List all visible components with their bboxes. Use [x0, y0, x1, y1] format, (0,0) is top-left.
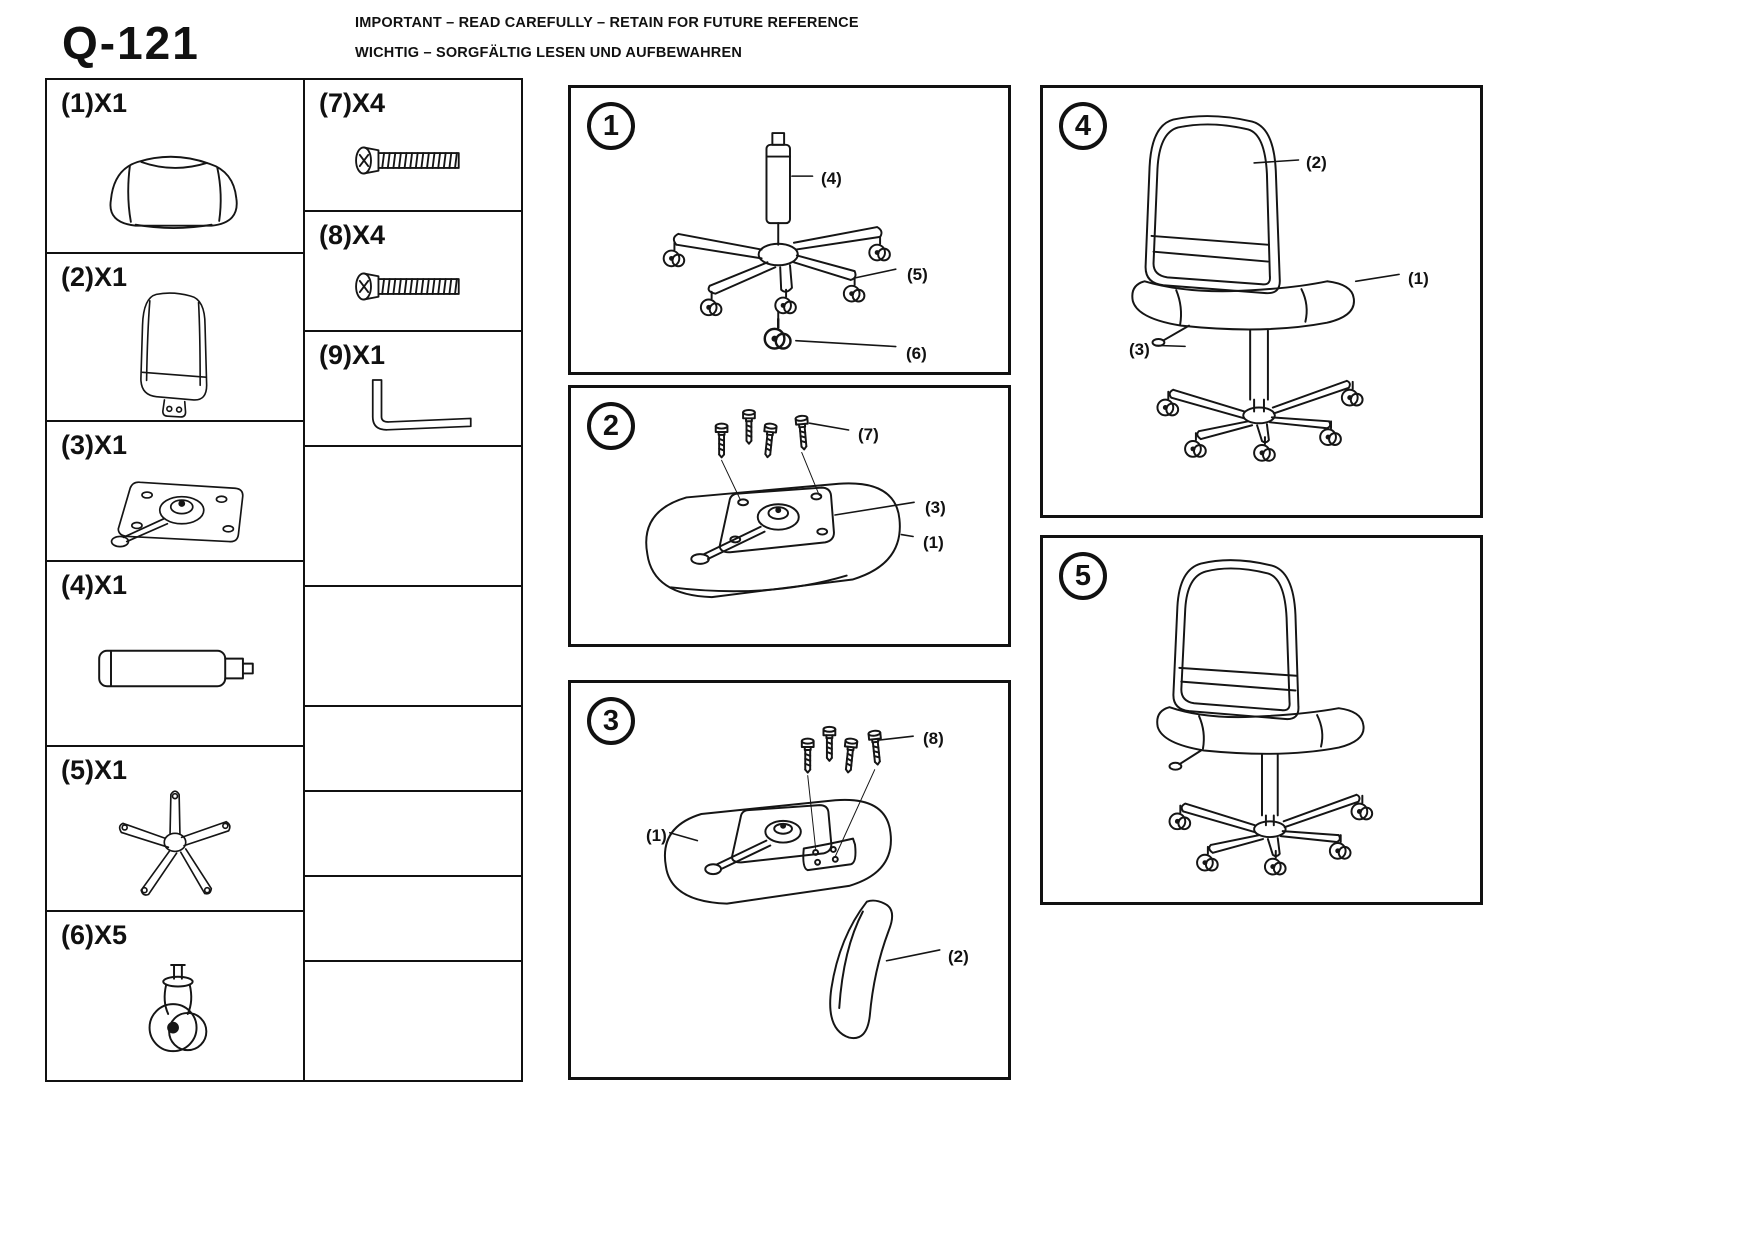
seat-plate-drawing — [110, 481, 244, 548]
callout-label: (4) — [821, 169, 842, 188]
empty-cell — [305, 792, 521, 877]
part-cell-star-base: (5)X1 — [47, 747, 303, 912]
callout-label: (1) — [1408, 269, 1429, 288]
step-2-panel: 2 (7) (3) (1) — [568, 385, 1011, 647]
part-cell-bolt-8: (8)X4 — [305, 212, 521, 332]
part-cell-seat-cushion: (1)X1 — [47, 80, 303, 254]
part-label: (8)X4 — [319, 220, 386, 250]
callout-label: (6) — [906, 344, 927, 363]
callout-label: (2) — [948, 947, 969, 966]
part-label: (2)X1 — [61, 262, 128, 292]
callout-label: (8) — [923, 729, 944, 748]
seat-cushion-drawing — [109, 155, 238, 229]
part-cell-caster: (6)X5 — [47, 912, 303, 1080]
part-label: (6)X5 — [61, 920, 128, 950]
parts-table: (1)X1 (2)X1 (3)X1 — [45, 78, 523, 1082]
backrest-drawing — [140, 292, 208, 418]
step-4-panel: 4 (2) (1) (3) — [1040, 85, 1483, 518]
callout-label: (2) — [1306, 153, 1327, 172]
step-5-panel: 5 — [1040, 535, 1483, 905]
callout-label: (5) — [907, 265, 928, 284]
bolt-drawing-7 — [355, 146, 460, 174]
parts-column-left: (1)X1 (2)X1 (3)X1 — [47, 80, 303, 1080]
step-5-diagram — [1156, 559, 1374, 876]
empty-cell — [305, 877, 521, 962]
step-4-diagram — [1131, 115, 1400, 462]
gas-lift-drawing — [98, 649, 254, 687]
step-3-diagram — [663, 725, 941, 1040]
part-cell-gas-lift: (4)X1 — [47, 562, 303, 747]
part-cell-allen-key: (9)X1 — [305, 332, 521, 447]
step-3-panel: 3 (8) (1) (2) — [568, 680, 1011, 1080]
part-cell-bolt-7: (7)X4 — [305, 80, 521, 212]
empty-cell — [305, 962, 521, 1080]
part-cell-seat-plate: (3)X1 — [47, 422, 303, 562]
step-5-number: 5 — [1059, 552, 1107, 600]
part-label: (1)X1 — [61, 88, 128, 118]
step-1-number: 1 — [587, 102, 635, 150]
part-label: (7)X4 — [319, 88, 386, 118]
star-base-drawing — [118, 789, 231, 896]
step-2-diagram — [645, 409, 915, 599]
empty-cell — [305, 707, 521, 792]
callout-label: (1) — [923, 533, 944, 552]
part-label: (4)X1 — [61, 570, 128, 600]
model-number: Q-121 — [62, 17, 200, 69]
callout-label: (7) — [858, 425, 879, 444]
step-3-number: 3 — [587, 697, 635, 745]
callout-label: (3) — [925, 498, 946, 517]
step-1-diagram — [662, 132, 897, 350]
step-4-number: 4 — [1059, 102, 1107, 150]
notice-block: IMPORTANT – READ CAREFULLY – RETAIN FOR … — [355, 8, 859, 68]
part-label: (9)X1 — [319, 340, 386, 370]
parts-column-right: (7)X4 (8)X4 (9)X1 — [303, 80, 521, 1080]
callout-label: (3) — [1129, 340, 1150, 359]
caster-drawing — [148, 964, 207, 1053]
step-1-panel: 1 (4) (5) (6) — [568, 85, 1011, 375]
part-label: (3)X1 — [61, 430, 128, 460]
notice-line-en: IMPORTANT – READ CAREFULLY – RETAIN FOR … — [355, 15, 859, 31]
empty-cell — [305, 447, 521, 587]
bolt-drawing-8 — [355, 272, 460, 301]
notice-line-de: WICHTIG – SORGFÄLTIG LESEN UND AUFBEWAHR… — [355, 45, 743, 61]
step-2-number: 2 — [587, 402, 635, 450]
part-cell-backrest: (2)X1 — [47, 254, 303, 422]
allen-key-drawing — [371, 378, 472, 431]
callout-label: (1) — [646, 826, 667, 845]
part-label: (5)X1 — [61, 755, 128, 785]
empty-cell — [305, 587, 521, 707]
